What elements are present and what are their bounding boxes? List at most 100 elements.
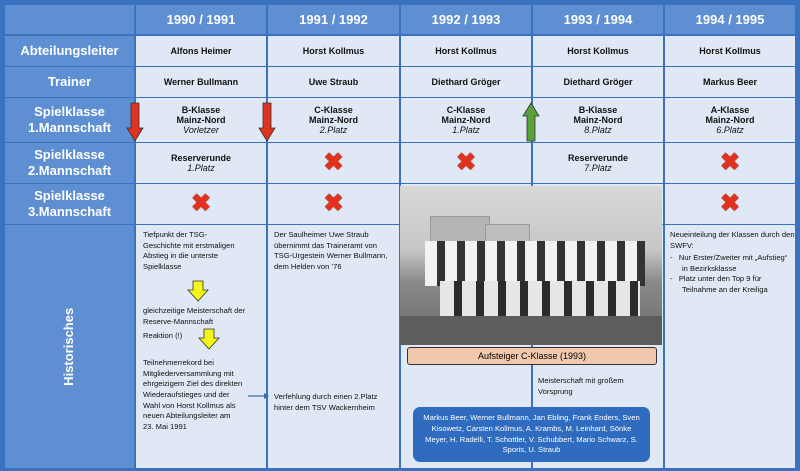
right-arrow-icon bbox=[248, 393, 269, 399]
platz: 1.Platz bbox=[187, 163, 215, 173]
relegation-arrow-icon bbox=[258, 102, 276, 142]
rule-text: Platz unter den Top 9 für Teilnahme an d… bbox=[678, 274, 768, 294]
no-team-icon: ✖ bbox=[323, 149, 344, 176]
abteilungsleiter-cell: Horst Kollmus bbox=[533, 36, 663, 66]
spiel3-cell: ✖ bbox=[136, 184, 266, 224]
abteilungsleiter-cell: Horst Kollmus bbox=[268, 36, 399, 66]
photo-players-front-row bbox=[440, 281, 640, 316]
no-team-icon: ✖ bbox=[455, 149, 477, 176]
label-line: 2.Mannschaft bbox=[27, 163, 112, 178]
promotion-arrow-icon bbox=[522, 102, 540, 142]
history-text: gleichzeitige Meisterschaft der Reserve-… bbox=[143, 306, 246, 326]
klasse: C-Klasse bbox=[446, 105, 486, 115]
history-text: Neueinteilung der Klassen durch den SWFV… bbox=[670, 230, 795, 250]
abteilungsleiter-cell: Horst Kollmus bbox=[665, 36, 795, 66]
year-header: 1990 / 1991 bbox=[136, 5, 266, 34]
row-label-abteilungsleiter: Abteilungsleiter bbox=[5, 36, 134, 66]
row-label-trainer: Trainer bbox=[5, 67, 134, 97]
history-text: Verfehlung durch einen 2.Platz hinter de… bbox=[274, 392, 378, 412]
klasse: Reserverunde bbox=[567, 153, 629, 163]
no-team-icon: ✖ bbox=[323, 190, 344, 217]
platz: Vorletzer bbox=[183, 125, 219, 135]
gruppe: Mainz-Nord bbox=[309, 115, 358, 125]
trainer-cell: Markus Beer bbox=[665, 67, 795, 97]
cell-text: Diethard Gröger bbox=[563, 77, 633, 87]
platz: 8.Platz bbox=[584, 125, 612, 135]
history-text: Der Saulheimer Uwe Straub übernimmt das … bbox=[274, 230, 388, 271]
klasse: A-Klasse bbox=[710, 105, 750, 115]
historisches-cell bbox=[665, 225, 795, 468]
trainer-cell: Diethard Gröger bbox=[533, 67, 663, 97]
spiel2-cell: ✖ bbox=[665, 143, 795, 183]
rule-text: Nur Erster/Zweiter mit „Aufstieg“ in Bez… bbox=[678, 253, 788, 273]
label-line: Historisches bbox=[61, 307, 77, 386]
cell-text: Werner Bullmann bbox=[163, 77, 239, 87]
cell-text: Markus Beer bbox=[702, 77, 758, 87]
history-text: Tiefpunkt der TSG-Geschichte mit erstmal… bbox=[143, 230, 235, 271]
year-header: 1992 / 1993 bbox=[401, 5, 531, 34]
label-line: 1.Mannschaft bbox=[27, 120, 112, 135]
cell-text: Alfons Heimer bbox=[170, 46, 232, 56]
no-team-icon: ✖ bbox=[719, 190, 741, 217]
team-photo bbox=[400, 186, 662, 345]
klasse: Reserverunde bbox=[170, 153, 232, 163]
klasse: C-Klasse bbox=[314, 105, 353, 115]
photo-players-back-row bbox=[425, 241, 645, 286]
history-text: Reaktion (!) bbox=[143, 331, 183, 340]
abteilungsleiter-cell: Alfons Heimer bbox=[136, 36, 266, 66]
yellow-down-arrow-icon bbox=[198, 328, 220, 350]
spiel2-cell: ✖ bbox=[268, 143, 399, 183]
label-line: Spielklasse bbox=[34, 188, 105, 204]
trainer-cell: Uwe Straub bbox=[268, 67, 399, 97]
year-header: 1993 / 1994 bbox=[533, 5, 663, 34]
cell-text: Horst Kollmus bbox=[567, 46, 629, 56]
corner-cell bbox=[5, 5, 134, 34]
photo-caption: Aufsteiger C-Klasse (1993) bbox=[407, 347, 657, 365]
gruppe: Mainz-Nord bbox=[705, 115, 755, 125]
gruppe: Mainz-Nord bbox=[441, 115, 491, 125]
team-roster-box: Markus Beer, Werner Bullmann, Jan Ebling… bbox=[413, 407, 650, 462]
swfv-rule: - Platz unter den Top 9 für Teilnahme an… bbox=[670, 274, 768, 294]
cell-text: Uwe Straub bbox=[308, 77, 359, 87]
cell-text: Diethard Gröger bbox=[431, 77, 501, 87]
trainer-cell: Werner Bullmann bbox=[136, 67, 266, 97]
relegation-arrow-icon bbox=[126, 102, 144, 142]
swfv-rules-list: - Nur Erster/Zweiter mit „Aufstieg“ in B… bbox=[670, 253, 795, 296]
gruppe: Mainz-Nord bbox=[573, 115, 623, 125]
no-team-icon: ✖ bbox=[719, 149, 741, 176]
gruppe: Mainz-Nord bbox=[176, 115, 226, 125]
label-line: Spielklasse bbox=[34, 147, 105, 163]
swfv-rule: - Nur Erster/Zweiter mit „Aufstieg“ in B… bbox=[670, 253, 788, 273]
klasse: B-Klasse bbox=[181, 105, 221, 115]
cell-text: Horst Kollmus bbox=[699, 46, 761, 56]
cell-text: Horst Kollmus bbox=[435, 46, 497, 56]
spiel3-cell: ✖ bbox=[268, 184, 399, 224]
cell-text: Horst Kollmus bbox=[302, 46, 365, 56]
yellow-down-arrow-icon bbox=[187, 280, 209, 302]
label-line: Spielklasse bbox=[34, 104, 105, 120]
spiel2-cell: ✖ bbox=[401, 143, 531, 183]
no-team-icon: ✖ bbox=[190, 190, 212, 217]
spiel3-cell: ✖ bbox=[665, 184, 795, 224]
platz: 1.Platz bbox=[452, 125, 480, 135]
platz: 2.Platz bbox=[319, 125, 348, 135]
platz: 6.Platz bbox=[716, 125, 744, 135]
historisches-cell bbox=[136, 225, 266, 468]
photo-ground bbox=[400, 316, 662, 345]
year-header: 1994 / 1995 bbox=[665, 5, 795, 34]
klasse: B-Klasse bbox=[578, 105, 618, 115]
trainer-cell: Diethard Gröger bbox=[401, 67, 531, 97]
platz: 7.Platz bbox=[584, 163, 612, 173]
label-line: 3.Mannschaft bbox=[27, 204, 112, 219]
historisches-cell bbox=[268, 225, 399, 468]
